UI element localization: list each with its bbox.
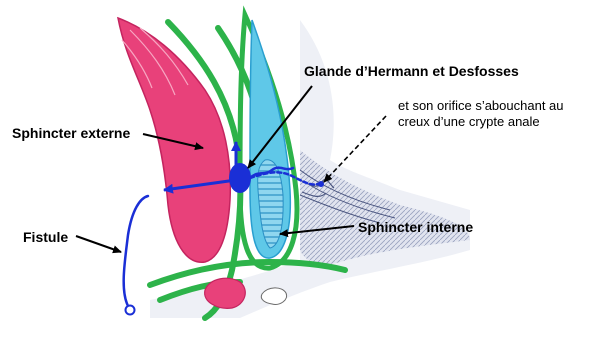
fistula-tract bbox=[124, 196, 148, 306]
small-nodule bbox=[261, 288, 286, 305]
label-orifice-crypte: et son orifice s’abouchant au creux d’un… bbox=[398, 98, 564, 129]
label-sphincter-externe: Sphincter externe bbox=[12, 125, 130, 142]
fistula-external-opening bbox=[126, 306, 135, 315]
label-orifice-line1: et son orifice s’abouchant au bbox=[398, 98, 564, 114]
sphincter-externe-lower-part bbox=[205, 278, 246, 308]
arrow-fistule bbox=[76, 236, 121, 252]
sphincter-externe-shape bbox=[118, 18, 230, 262]
label-sphincter-interne: Sphincter interne bbox=[358, 219, 473, 236]
crypt-orifice-dot bbox=[318, 181, 324, 187]
label-fistule: Fistule bbox=[23, 229, 68, 246]
label-orifice-line2: creux d’une crypte anale bbox=[398, 114, 564, 130]
label-glande-hermann-desfosses: Glande d’Hermann et Desfosses bbox=[304, 63, 519, 80]
